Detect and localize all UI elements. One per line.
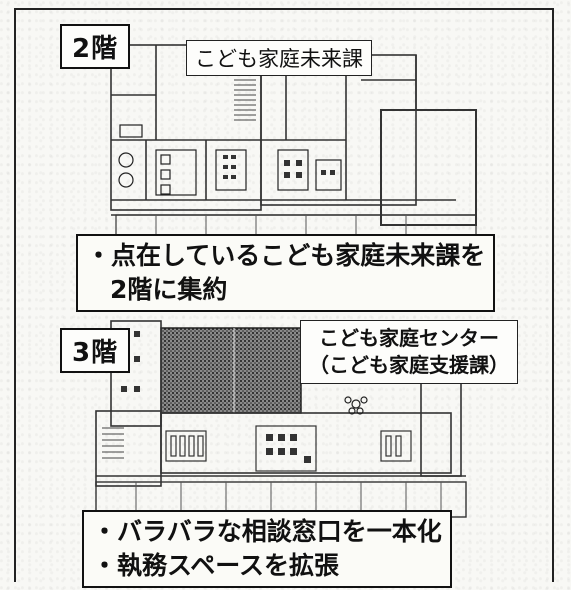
callout-line-floor2: 2階に集約 <box>110 275 228 304</box>
callout-line-unify-counters: ・バラバラな相談窓口を一本化 <box>92 517 442 546</box>
floor-2-label: 2階 <box>60 24 131 69</box>
center-label-line1: こども家庭センター <box>319 326 499 350</box>
department-label-kodomo-katei-mirai: こども家庭未来課 <box>186 40 372 76</box>
floor-2-callout: ・点在しているこども家庭未来課を 2階に集約 <box>76 234 496 312</box>
center-label-line2: （こども家庭支援課） <box>309 353 509 377</box>
center-label-kodomo-katei-center: こども家庭センター （こども家庭支援課） <box>300 320 518 384</box>
floor-3-callout: ・バラバラな相談窓口を一本化 ・執務スペースを拡張 <box>82 510 452 588</box>
callout-line-consolidate: ・点在しているこども家庭未来課を <box>86 241 486 270</box>
outer-frame: 2階 こども家庭未来課 ・点在しているこども家庭未来課を 2階に集約 <box>14 8 554 588</box>
callout-line-expand-office: ・執務スペースを拡張 <box>92 551 340 580</box>
floor-3-label: 3階 <box>60 328 131 373</box>
floor-3-section: 3階 こども家庭センター （こども家庭支援課） ・バラバラな相談窓口を一本化 ・… <box>16 316 552 588</box>
floor-3-plan-drawing <box>95 320 467 518</box>
floor-2-plan-drawing <box>110 44 477 238</box>
floor-2-section: 2階 こども家庭未来課 ・点在しているこども家庭未来課を 2階に集約 <box>16 10 552 312</box>
